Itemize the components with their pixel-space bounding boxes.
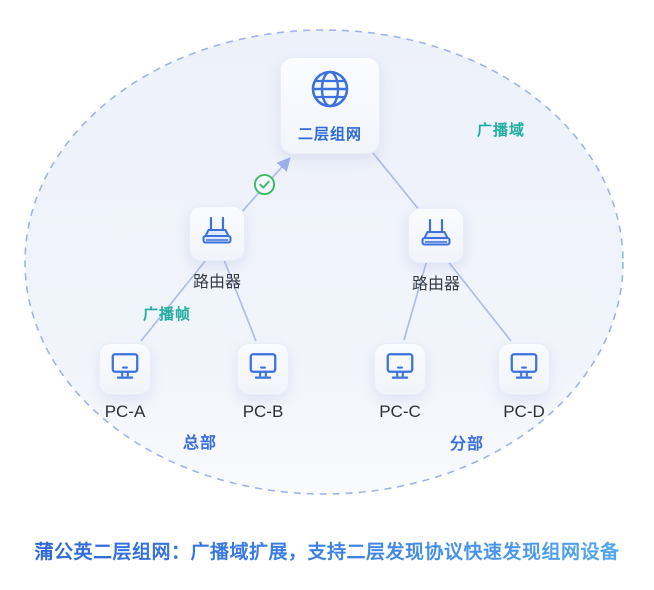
pc-icon [106,351,144,388]
broadcast-frame-label: 广播帧 [143,306,192,323]
node-pc-d: PC-D [469,343,579,422]
pc-d-label: PC-D [503,402,545,421]
link-cloud-to-router-right [372,152,421,212]
link-router-left-to-pc-a [140,259,207,342]
branch-label: 分部 [450,436,485,453]
pc-icon [505,351,543,388]
broadcast-domain-label: 广播域 [477,122,526,139]
node-router-right: 路由器 [381,208,491,294]
pc-icon [244,351,282,388]
diagram-canvas [24,29,624,495]
link-router-left-to-pc-b [223,259,257,342]
check-circle-icon [253,173,276,196]
router-icon [416,216,456,255]
router-left-label: 路由器 [192,274,241,291]
node-pc-a: PC-A [70,343,180,422]
link-router-right-to-pc-d [446,259,512,342]
diagram-caption: 蒲公英二层组网：广播域扩展，支持二层发现协议快速发现组网设备 [0,537,654,564]
cloud-label: 二层组网 [297,125,362,143]
pc-b-label: PC-B [242,402,284,421]
pc-c-label: PC-C [379,402,421,421]
link-router-right-to-pc-c [403,259,428,341]
node-pc-c: PC-C [345,343,455,422]
router-icon [197,214,237,253]
node-router-left: 路由器 [162,206,272,292]
node-layer2-cloud: 二层组网 [280,57,380,154]
broadcast-domain-ellipse [24,29,624,495]
pc-icon [381,351,419,388]
router-right-label: 路由器 [411,276,460,293]
node-pc-b: PC-B [208,343,318,422]
globe-icon [309,68,351,115]
pc-a-label: PC-A [104,402,146,421]
headquarters-label: 总部 [183,435,218,452]
